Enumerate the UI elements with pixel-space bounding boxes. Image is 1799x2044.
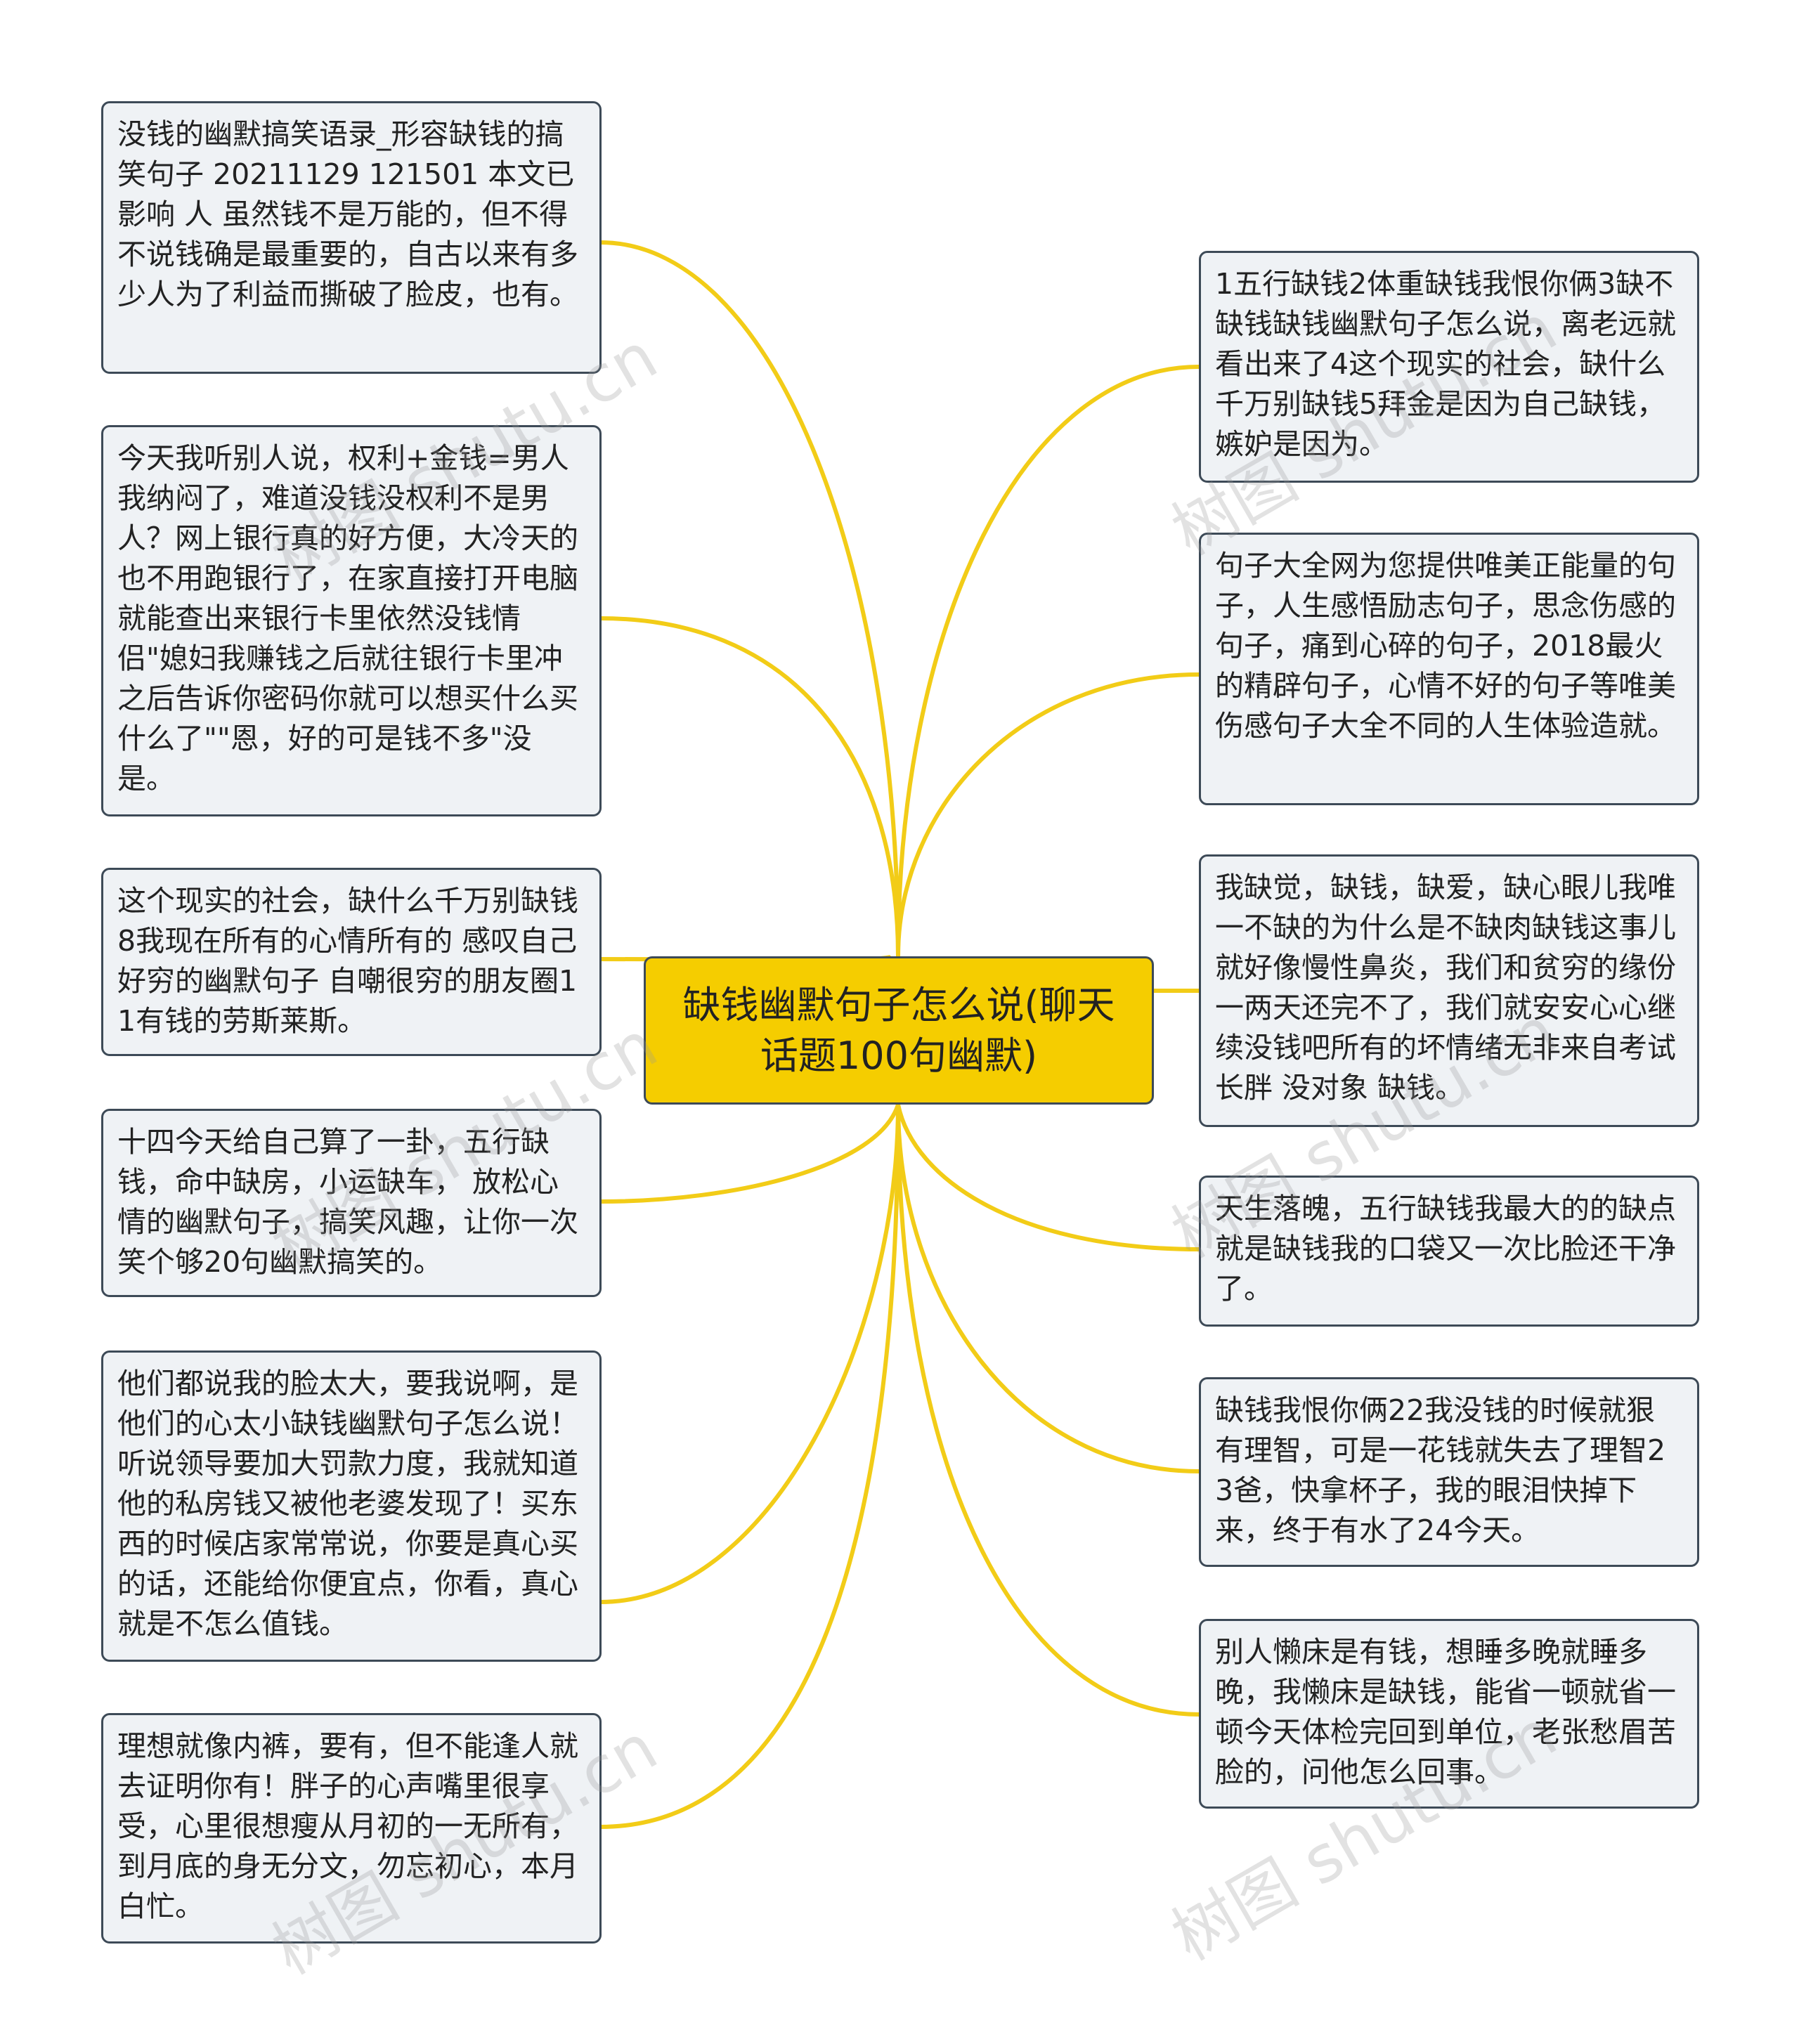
- connector-right-1: [896, 365, 1200, 957]
- left-node-5-text: 他们都说我的脸太大，要我说啊，是他们的心太小缺钱幽默句子怎么说！听说领导要加大罚…: [117, 1367, 578, 1641]
- connector-right-4: [896, 1104, 1200, 1251]
- right-node-2[interactable]: 句子大全网为您提供唯美正能量的句子，人生感悟励志句子，思念伤感的句子，痛到心碎的…: [1199, 533, 1699, 805]
- left-node-3[interactable]: 这个现实的社会，缺什么千万别缺钱8我现在所有的心情所有的 感叹自己好穷的幽默句子…: [101, 868, 602, 1056]
- connector-left-1: [599, 240, 900, 957]
- left-node-6-text: 理想就像内裤，要有，但不能逢人就去证明你有！胖子的心声嘴里很享受，心里很想瘦从月…: [117, 1729, 578, 1923]
- right-node-6-text: 别人懒床是有钱，想睡多晚就睡多晚，我懒床是缺钱，能省一顿就省一顿今天体检完回到单…: [1215, 1635, 1676, 1789]
- right-node-3[interactable]: 我缺觉，缺钱，缺爱，缺心眼儿我唯一不缺的为什么是不缺肉缺钱这事儿就好像慢性鼻炎，…: [1199, 854, 1699, 1127]
- central-topic-label: 缺钱幽默句子怎么说(聊天话题100句幽默): [682, 982, 1115, 1078]
- right-node-5-text: 缺钱我恨你俩22我没钱的时候就狠有理智，可是一花钱就失去了理智23爸，快拿杯子，…: [1215, 1393, 1666, 1547]
- left-node-2-text: 今天我听别人说，权利+金钱=男人 我纳闷了，难道没钱没权利不是男人？网上银行真的…: [117, 441, 578, 795]
- left-node-4[interactable]: 十四今天给自己算了一卦，五行缺钱，命中缺房，小运缺车， 放松心情的幽默句子，搞笑…: [101, 1109, 602, 1297]
- left-node-4-text: 十四今天给自己算了一卦，五行缺钱，命中缺房，小运缺车， 放松心情的幽默句子，搞笑…: [117, 1125, 578, 1279]
- left-node-2[interactable]: 今天我听别人说，权利+金钱=男人 我纳闷了，难道没钱没权利不是男人？网上银行真的…: [101, 425, 602, 816]
- right-node-6[interactable]: 别人懒床是有钱，想睡多晚就睡多晚，我懒床是缺钱，能省一顿就省一顿今天体检完回到单…: [1199, 1619, 1699, 1809]
- right-node-1-text: 1五行缺钱2体重缺钱我恨你俩3缺不缺钱缺钱幽默句子怎么说，离老远就看出来了4这个…: [1215, 267, 1676, 461]
- connector-left-5: [599, 1104, 900, 1604]
- connector-left-2: [599, 616, 900, 957]
- central-topic[interactable]: 缺钱幽默句子怎么说(聊天话题100句幽默): [644, 956, 1154, 1105]
- right-node-1[interactable]: 1五行缺钱2体重缺钱我恨你俩3缺不缺钱缺钱幽默句子怎么说，离老远就看出来了4这个…: [1199, 251, 1699, 483]
- right-node-3-text: 我缺觉，缺钱，缺爱，缺心眼儿我唯一不缺的为什么是不缺肉缺钱这事儿就好像慢性鼻炎，…: [1215, 871, 1676, 1105]
- left-node-1[interactable]: 没钱的幽默搞笑语录_形容缺钱的搞笑句子 20211129 121501 本文已影…: [101, 101, 602, 374]
- right-node-5[interactable]: 缺钱我恨你俩22我没钱的时候就狠有理智，可是一花钱就失去了理智23爸，快拿杯子，…: [1199, 1377, 1699, 1567]
- left-node-5[interactable]: 他们都说我的脸太大，要我说啊，是他们的心太小缺钱幽默句子怎么说！听说领导要加大罚…: [101, 1350, 602, 1662]
- right-node-2-text: 句子大全网为您提供唯美正能量的句子，人生感悟励志句子，思念伤感的句子，痛到心碎的…: [1215, 549, 1676, 743]
- left-node-3-text: 这个现实的社会，缺什么千万别缺钱8我现在所有的心情所有的 感叹自己好穷的幽默句子…: [117, 884, 578, 1038]
- left-node-1-text: 没钱的幽默搞笑语录_形容缺钱的搞笑句子 20211129 121501 本文已影…: [117, 117, 578, 311]
- connector-left-4: [599, 1104, 900, 1204]
- left-node-6[interactable]: 理想就像内裤，要有，但不能逢人就去证明你有！胖子的心声嘴里很享受，心里很想瘦从月…: [101, 1713, 602, 1944]
- right-node-4[interactable]: 天生落魄，五行缺钱我最大的的缺点就是缺钱我的口袋又一次比脸还干净了。: [1199, 1176, 1699, 1327]
- connector-right-5: [896, 1104, 1200, 1473]
- connector-left-6: [599, 1104, 900, 1829]
- right-node-4-text: 天生落魄，五行缺钱我最大的的缺点就是缺钱我的口袋又一次比脸还干净了。: [1215, 1192, 1676, 1306]
- connector-right-6: [896, 1104, 1200, 1717]
- connector-right-2: [896, 672, 1200, 957]
